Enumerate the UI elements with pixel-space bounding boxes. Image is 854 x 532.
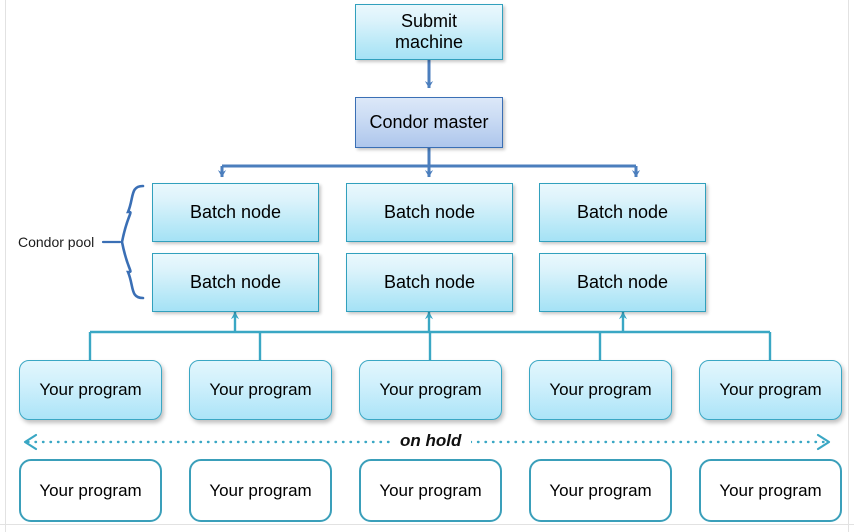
connector-programs-to-batch-nodes: [88, 311, 772, 360]
page-frame-left-edge: [5, 0, 6, 532]
program-label: Your program: [39, 380, 142, 400]
submit-machine-node[interactable]: Submit machine: [355, 4, 503, 60]
submit-machine-label-line2: machine: [394, 32, 464, 52]
program-label: Your program: [209, 480, 312, 500]
condor-pool-bracket: [101, 184, 145, 300]
condor-master-label: Condor master: [369, 112, 489, 133]
program-label: Your program: [379, 480, 482, 500]
page-frame-bottom-edge: [0, 524, 854, 525]
batch-node-4[interactable]: Batch node: [152, 253, 319, 312]
batch-node-label: Batch node: [189, 272, 282, 293]
batch-node-5[interactable]: Batch node: [346, 253, 513, 312]
held-program-4[interactable]: Your program: [529, 459, 672, 522]
on-hold-label: on hold: [390, 431, 472, 451]
batch-node-label: Batch node: [576, 272, 669, 293]
program-label: Your program: [719, 480, 822, 500]
batch-node-6[interactable]: Batch node: [539, 253, 706, 312]
program-label: Your program: [379, 380, 482, 400]
batch-node-3[interactable]: Batch node: [539, 183, 706, 242]
held-program-2[interactable]: Your program: [189, 459, 332, 522]
program-label: Your program: [549, 380, 652, 400]
batch-node-1[interactable]: Batch node: [152, 183, 319, 242]
running-program-5[interactable]: Your program: [699, 360, 842, 420]
running-program-2[interactable]: Your program: [189, 360, 332, 420]
connector-master-to-batch-nodes: [217, 148, 641, 178]
held-program-3[interactable]: Your program: [359, 459, 502, 522]
running-program-1[interactable]: Your program: [19, 360, 162, 420]
batch-node-2[interactable]: Batch node: [346, 183, 513, 242]
condor-pool-label: Condor pool: [18, 234, 95, 250]
held-program-1[interactable]: Your program: [19, 459, 162, 522]
program-label: Your program: [549, 480, 652, 500]
condor-master-node[interactable]: Condor master: [355, 97, 503, 148]
program-label: Your program: [719, 380, 822, 400]
batch-node-label: Batch node: [576, 202, 669, 223]
batch-node-label: Batch node: [383, 272, 476, 293]
batch-node-label: Batch node: [189, 202, 282, 223]
running-program-4[interactable]: Your program: [529, 360, 672, 420]
program-label: Your program: [39, 480, 142, 500]
batch-node-label: Batch node: [383, 202, 476, 223]
held-program-5[interactable]: Your program: [699, 459, 842, 522]
submit-machine-label-line1: Submit: [400, 11, 458, 32]
page-frame-right-edge: [848, 0, 849, 532]
running-program-3[interactable]: Your program: [359, 360, 502, 420]
program-label: Your program: [209, 380, 312, 400]
